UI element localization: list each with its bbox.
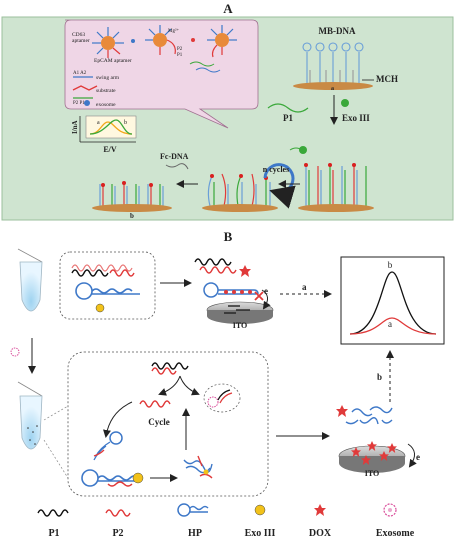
tube-top bbox=[17, 248, 43, 312]
right-electrode bbox=[298, 163, 374, 212]
bottom-reaction: ITO e bbox=[336, 405, 420, 478]
legend-dox-icon bbox=[314, 504, 326, 516]
e-bottom-label: e bbox=[416, 452, 420, 462]
fc-dna-label: Fc-DNA bbox=[160, 152, 189, 161]
cycle-box: Cycle bbox=[67, 351, 269, 497]
legend-hp-icon bbox=[177, 503, 209, 517]
arrow-b-label: b bbox=[377, 372, 382, 382]
exosome-icon bbox=[207, 25, 237, 58]
exosome-icon bbox=[92, 27, 124, 58]
exo3-icon bbox=[299, 146, 307, 154]
electrode-b-label: b bbox=[130, 212, 134, 220]
zoom-line bbox=[43, 405, 69, 421]
mb-dna-label: MB-DNA bbox=[319, 26, 356, 36]
panel-b-label: B bbox=[224, 229, 233, 244]
p2p1-label: P2 P1 bbox=[73, 101, 85, 106]
legend-exo3-label: Exo III bbox=[245, 528, 276, 539]
exosome-label: exosome bbox=[96, 102, 116, 108]
e-top-label: e bbox=[264, 286, 268, 296]
zoom-line bbox=[43, 439, 69, 479]
reagent-box-top bbox=[59, 251, 156, 320]
legend-p2-icon bbox=[105, 509, 131, 517]
epcam-label: EpCAM aptamer bbox=[94, 58, 132, 64]
cd63-label: CD63 bbox=[72, 32, 85, 38]
ito-top-label: ITO bbox=[233, 321, 248, 330]
exosome-small-icon bbox=[10, 347, 20, 357]
substrate-label: substrate bbox=[96, 88, 116, 94]
exo3-icon bbox=[341, 99, 349, 107]
mb-dna-electrode: a bbox=[293, 42, 373, 92]
panel-a-label: A bbox=[223, 1, 233, 16]
mch-label: MCH bbox=[376, 74, 398, 84]
mg-label: Mg²⁺ bbox=[168, 28, 179, 34]
fc-dna-strand bbox=[165, 163, 189, 170]
dox-icon bbox=[239, 265, 251, 277]
peak-a-label: a bbox=[388, 319, 392, 329]
legend-exosome-icon bbox=[383, 503, 397, 517]
green-strand bbox=[289, 147, 303, 151]
legend-exo3-icon bbox=[254, 504, 266, 516]
p1-label-a: P1 bbox=[283, 113, 293, 123]
swing-arm-label: swing arm bbox=[96, 75, 120, 81]
mg-ion-icon bbox=[191, 38, 195, 42]
electrode-a-label: a bbox=[331, 86, 334, 92]
exosome-dot-icon bbox=[84, 100, 90, 106]
n-cycles-label: n cycles bbox=[263, 165, 289, 174]
inset-legend bbox=[72, 76, 98, 99]
legend-p1-label: P1 bbox=[48, 528, 59, 539]
mechanism-inset: CD63 aptamer EpCAM aptamer Mg²⁺ P2 P1 A1… bbox=[64, 19, 259, 129]
dpv-plot: b a bbox=[340, 256, 445, 345]
exo3-label-a: Exo III bbox=[342, 113, 370, 123]
aptamer-label: aptamer bbox=[72, 38, 90, 44]
ito-bottom-label: ITO bbox=[365, 469, 380, 478]
voltammogram: a b I/nA E/V bbox=[71, 115, 137, 154]
exosome-icon bbox=[145, 25, 176, 55]
p1-strand bbox=[267, 103, 309, 113]
legend-exosome-label: Exosome bbox=[376, 528, 415, 539]
arrow-a-label: a bbox=[302, 282, 307, 292]
a1a2-label: A1 A2 bbox=[73, 71, 87, 76]
tube-bottom bbox=[17, 381, 43, 450]
legend-dox-label: DOX bbox=[309, 528, 332, 539]
n-cycles-loop: n cycles bbox=[263, 163, 296, 209]
middle-electrode bbox=[202, 173, 278, 212]
ylabel: I/nA bbox=[71, 120, 79, 134]
mg-ion-icon bbox=[131, 39, 135, 43]
legend: P1 P2 HP Exo III DOX Exosome bbox=[37, 503, 415, 539]
cycle-label: Cycle bbox=[148, 417, 170, 427]
xlabel: E/V bbox=[103, 145, 117, 154]
p1-label: P1 bbox=[177, 53, 183, 58]
top-reaction: ITO e bbox=[194, 258, 274, 330]
dox-icon bbox=[336, 405, 348, 417]
legend-p2-label: P2 bbox=[112, 528, 123, 539]
curve-a-label: a bbox=[97, 120, 100, 126]
fc-dna-electrode: b bbox=[92, 181, 172, 220]
legend-p1-icon bbox=[37, 509, 69, 517]
blocked-icon bbox=[254, 291, 264, 301]
peak-b-label: b bbox=[388, 260, 393, 270]
curve-b-label: b bbox=[124, 120, 127, 126]
legend-hp-label: HP bbox=[188, 528, 202, 539]
p2-label: P2 bbox=[177, 47, 183, 52]
